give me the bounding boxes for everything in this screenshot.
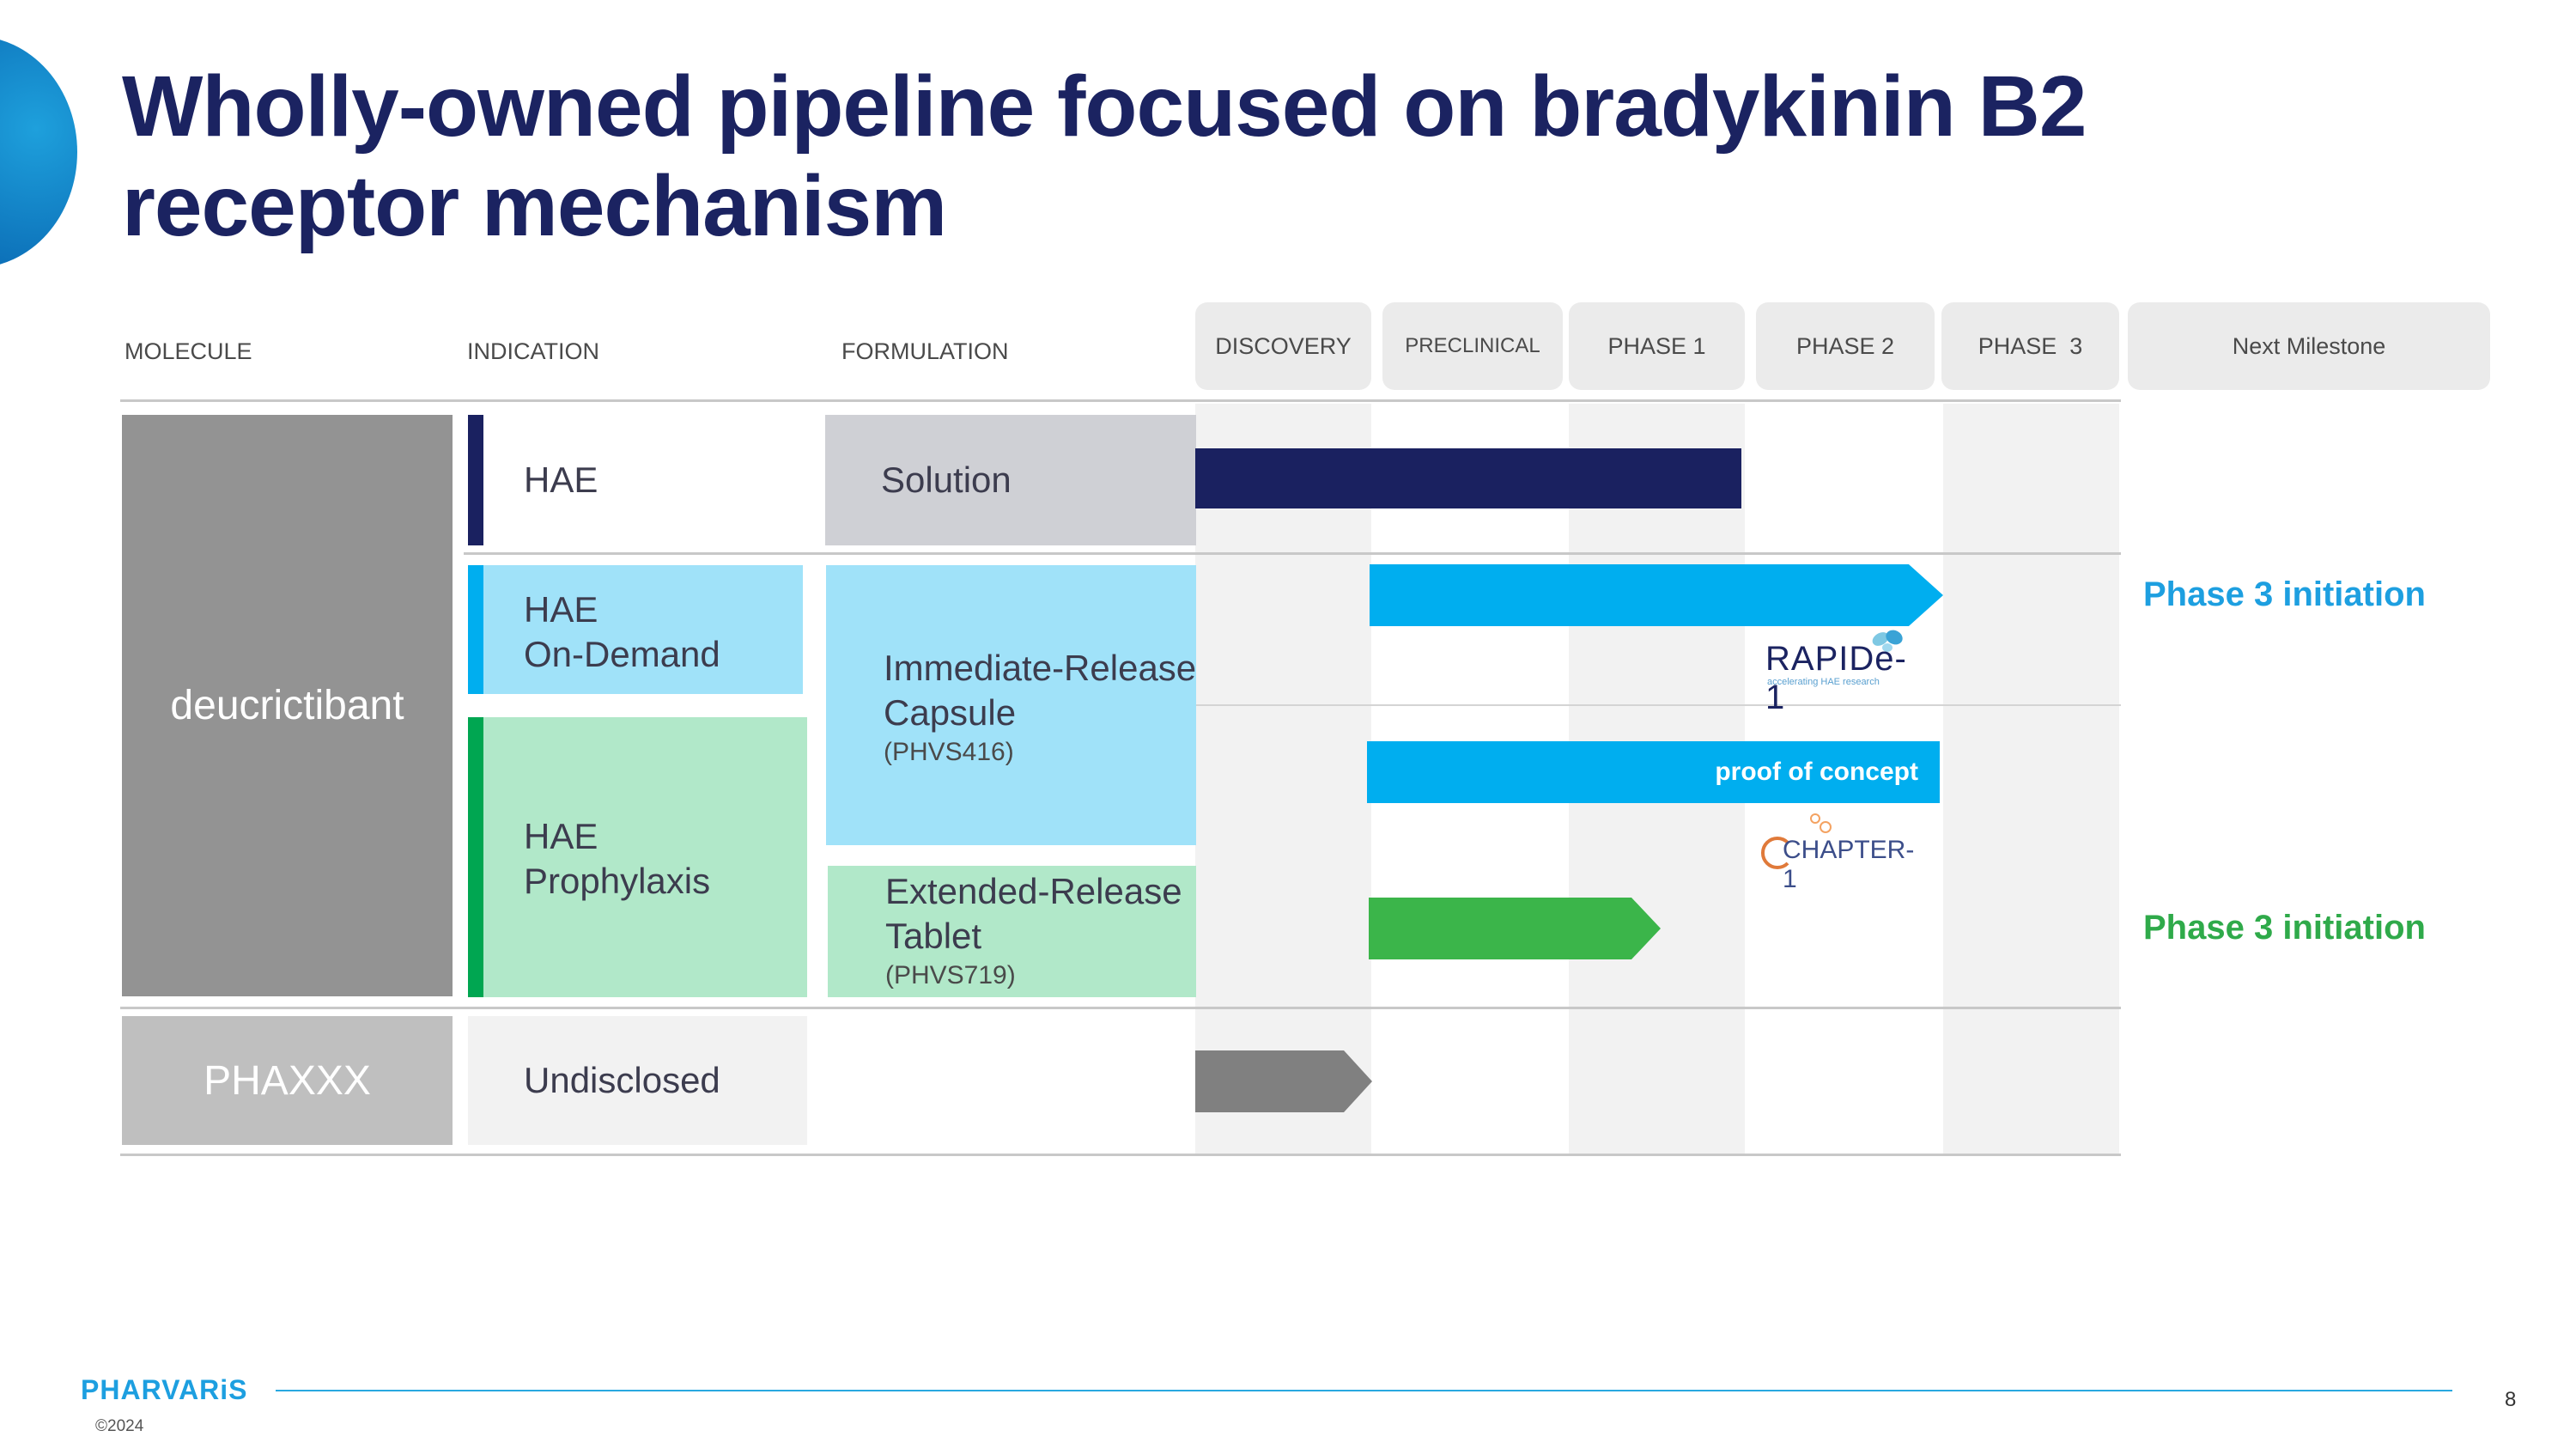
- formulation-ir-box: [826, 565, 1196, 845]
- indication-prophylaxis-accent: [468, 717, 483, 997]
- indication-hae: HAE: [524, 460, 598, 500]
- proof-of-concept-label: proof of concept: [1715, 758, 1918, 786]
- row-divider-1: [464, 552, 2121, 555]
- indication-on-demand-accent: [468, 565, 483, 694]
- progress-bar-hae-solution: [1195, 448, 1741, 508]
- indication-hae-accent: [468, 415, 483, 545]
- rapide-butterfly-icon: [1870, 629, 1905, 654]
- milestone-prophylaxis: Phase 3 initiation: [2143, 909, 2426, 947]
- column-header-formulation: FORMULATION: [841, 338, 1009, 364]
- chapter-c-icon: [1757, 834, 1795, 872]
- header-divider: [120, 399, 2121, 402]
- slide-title: Wholly-owned pipeline focused on bradyki…: [122, 58, 2087, 254]
- indication-undisclosed: Undisclosed: [468, 1016, 807, 1145]
- phase-header-phase2: PHASE 2: [1756, 302, 1935, 390]
- column-header-molecule: MOLECULE: [125, 338, 252, 364]
- indication-on-demand-box: [468, 565, 803, 694]
- indication-prophylaxis-line1: HAE: [524, 816, 598, 856]
- indication-on-demand-line1: HAE: [524, 589, 598, 630]
- phase-header-discovery: DISCOVERY: [1195, 302, 1371, 390]
- rapide-1-text: RAPIDe-1: [1765, 640, 1907, 716]
- indication-prophylaxis-line2: Prophylaxis: [524, 861, 711, 901]
- page-number: 8: [2505, 1388, 2517, 1411]
- footer-rule: [276, 1390, 2452, 1391]
- indication-on-demand-line2: On-Demand: [524, 634, 720, 674]
- formulation-er-box: [828, 866, 1196, 997]
- rapide-1-subtitle: accelerating HAE research: [1767, 677, 1880, 687]
- table-bottom-rule: [120, 1154, 2121, 1156]
- progress-bar-hae-on-demand: [1370, 564, 1943, 626]
- phase3-band: [1943, 404, 2119, 1155]
- molecule-deucrictibant: deucrictibant: [122, 415, 453, 996]
- rapide-1-logo: RAPIDe-1 accelerating HAE research: [1765, 630, 1920, 716]
- row-divider-3: [120, 1007, 2121, 1009]
- footer-copyright: ©2024: [95, 1417, 144, 1435]
- column-header-indication: INDICATION: [467, 338, 599, 364]
- phase-header-preclinical: PRECLINICAL: [1382, 302, 1563, 390]
- phase-header-milestone: Next Milestone: [2128, 302, 2490, 390]
- progress-bar-hae-prophylaxis-ir: proof of concept: [1367, 741, 1940, 803]
- formulation-er-code: (PHVS719): [885, 961, 1016, 989]
- footer-brand-logo: PHARVARiS: [81, 1374, 248, 1405]
- milestone-on-demand: Phase 3 initiation: [2143, 575, 2426, 613]
- chapter-1-logo: CHAPTER-1: [1757, 812, 1929, 893]
- formulation-solution: Solution: [825, 415, 1196, 545]
- chapter-1-text: CHAPTER-1: [1783, 836, 1915, 893]
- chapter-bubbles-icon: [1808, 812, 1834, 836]
- discovery-band: [1195, 404, 1371, 1155]
- phase-header-phase3: PHASE 3: [1941, 302, 2119, 390]
- formulation-ir-code: (PHVS416): [884, 738, 1014, 766]
- formulation-er-line1: Extended-Release: [885, 871, 1182, 911]
- formulation-er-line2: Tablet: [885, 916, 982, 956]
- formulation-ir-line2: Capsule: [884, 692, 1017, 733]
- phase-header-phase1: PHASE 1: [1569, 302, 1745, 390]
- corner-decoration: [0, 36, 77, 268]
- row-divider-2: [1195, 704, 2121, 706]
- indication-prophylaxis-box: [468, 717, 807, 997]
- progress-bar-phaxxx: [1195, 1050, 1372, 1112]
- molecule-phaxxx: PHAXXX: [122, 1016, 453, 1145]
- formulation-ir-line1: Immediate-Release: [884, 648, 1197, 688]
- progress-bar-hae-prophylaxis-er: [1369, 898, 1661, 959]
